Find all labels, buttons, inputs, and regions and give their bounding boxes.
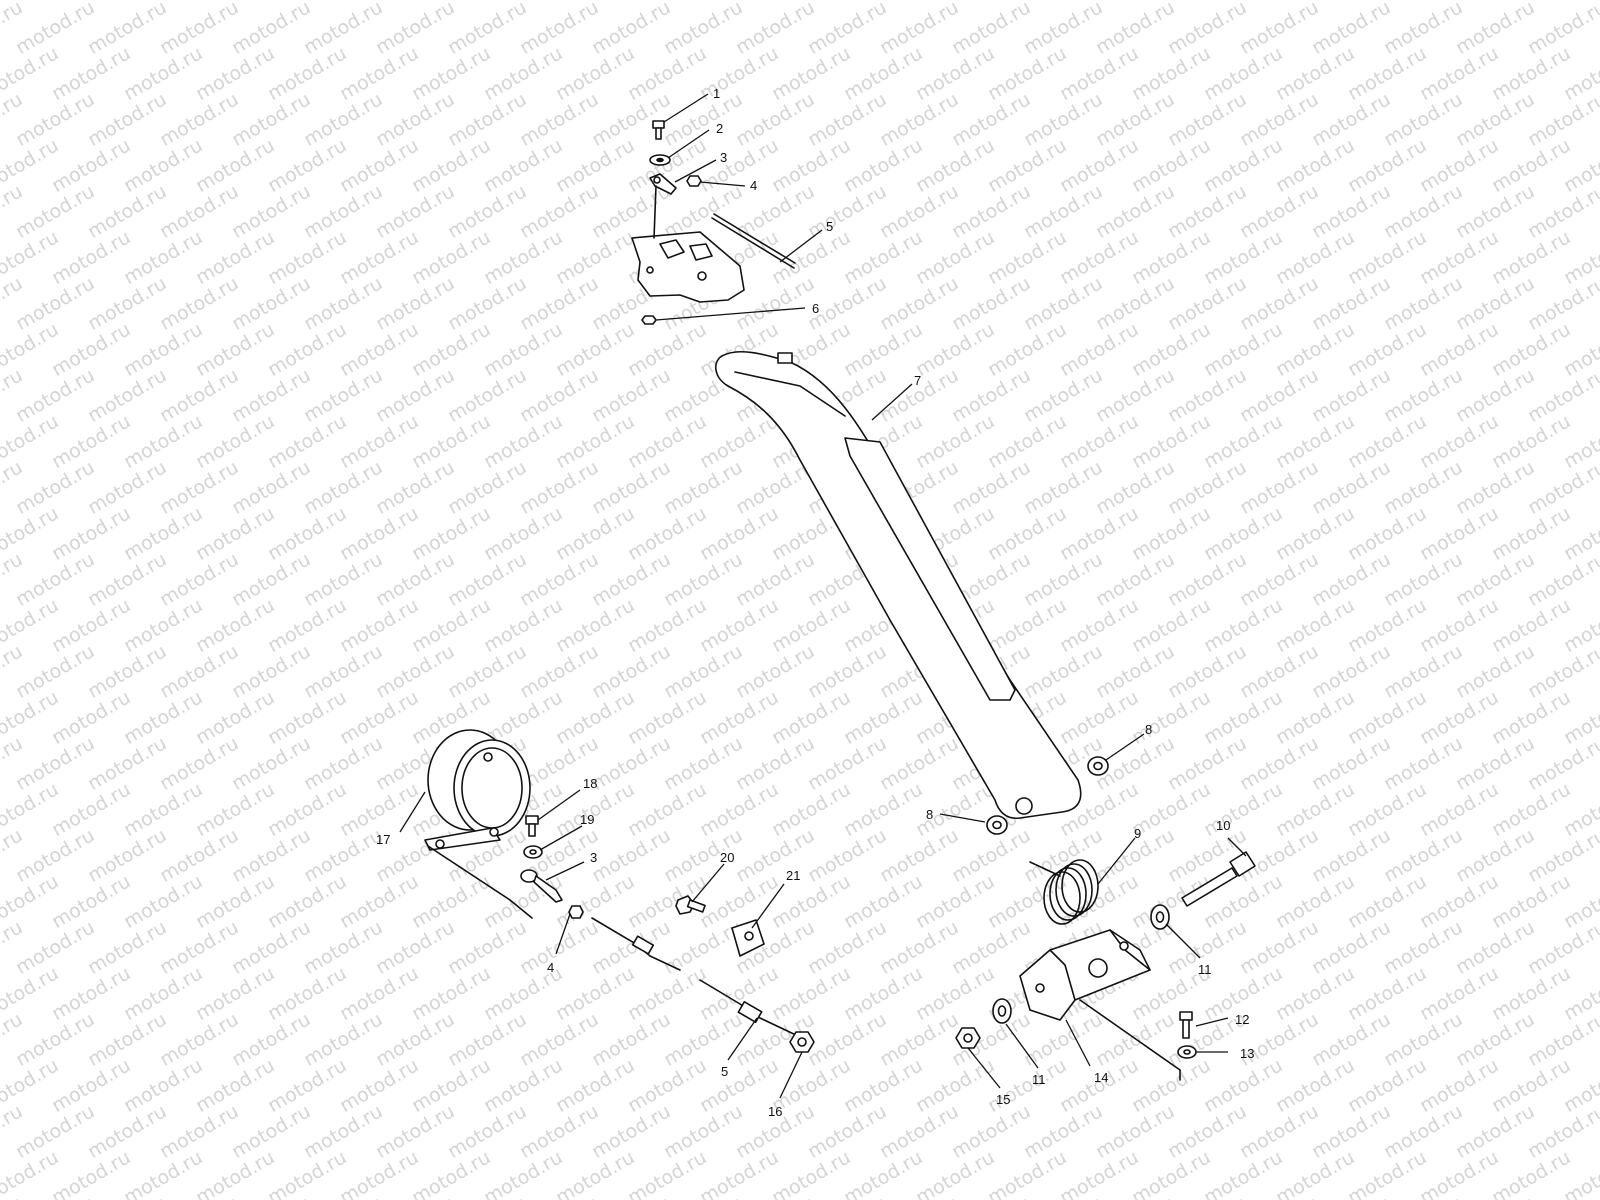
callout-5-lower: 5 [721,1064,728,1079]
part-21-clip-icon [731,919,765,957]
callout-14: 14 [1094,1070,1108,1085]
callout-18: 18 [583,776,597,791]
callout-12: 12 [1235,1012,1249,1027]
part-11-washer-icon-left [992,998,1012,1024]
part-13-washer-icon [1177,1045,1197,1059]
callout-17: 17 [376,832,390,847]
part-2-washer-icon [649,154,671,166]
part-5-cable-icon [711,213,796,269]
part-12-bolt-icon [1179,1011,1193,1039]
part-8-washer-icon-bottom [986,815,1008,835]
part-14-bracket-icon [1019,929,1181,1081]
callout-4: 4 [750,178,757,193]
part-10-bolt-icon [1181,851,1256,907]
callout-19: 19 [580,812,594,827]
part-8-washer-icon-top [1087,756,1109,776]
part-9-spring-icon [1029,859,1099,925]
callout-5: 5 [826,219,833,234]
cable-bracket-plate [631,185,745,303]
callout-3: 3 [720,150,727,165]
callout-6: 6 [812,301,819,316]
callout-2: 2 [716,121,723,136]
callout-9: 9 [1134,826,1141,841]
part-18-bolt-icon [525,815,539,837]
callout-4-lower: 4 [547,960,554,975]
callout-7: 7 [914,373,921,388]
part-4-nut-icon-lower [568,905,584,919]
part-6-nut-icon [641,315,657,325]
part-20-bolt-icon [675,895,706,915]
part-19-washer-icon [523,845,543,859]
part-4-nut-icon [686,175,702,187]
callout-11-right: 11 [1198,962,1212,977]
callout-20: 20 [720,850,734,865]
callout-11-left: 11 [1032,1072,1046,1087]
part-5-cable-icon-lower [591,917,799,1037]
part-11-washer-icon-right [1150,904,1170,930]
part-17-clamp-icon [424,729,533,919]
part-3-cable-end-icon-lower [520,869,563,903]
callout-1: 1 [713,86,720,101]
callout-3-lower: 3 [590,850,597,865]
callout-8-top: 8 [1145,722,1152,737]
callout-10: 10 [1216,818,1230,833]
callout-16: 16 [768,1104,782,1119]
callout-21: 21 [786,868,800,883]
part-7-torque-arm-icon [715,350,1082,820]
callout-15: 15 [996,1092,1010,1107]
callout-13: 13 [1240,1046,1254,1061]
part-15-nut-icon [955,1027,981,1049]
leader-lines [399,93,1247,1099]
part-3-cable-end-icon [649,173,677,195]
part-1-bolt-icon [652,120,665,140]
callout-8-bottom: 8 [926,807,933,822]
part-16-nut-icon [789,1031,815,1053]
